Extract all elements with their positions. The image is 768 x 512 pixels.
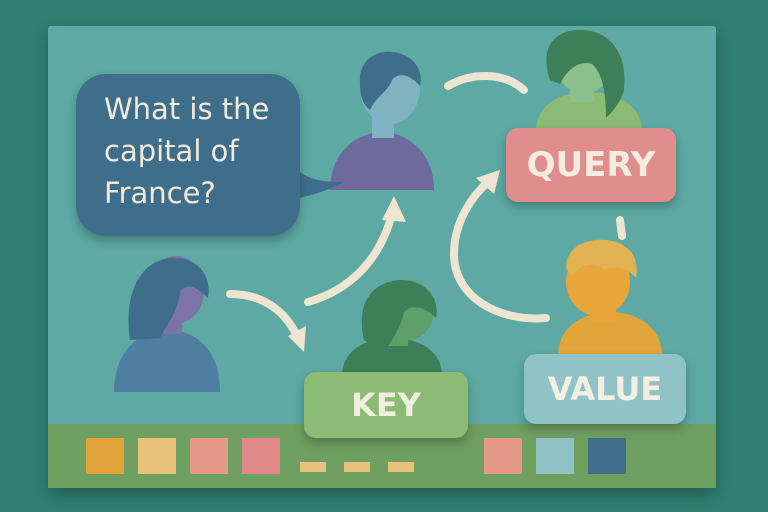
person-left-icon bbox=[114, 256, 220, 392]
token-square bbox=[138, 438, 176, 474]
arrowhead-asker bbox=[382, 196, 406, 222]
arrow-left-to-key bbox=[226, 290, 300, 338]
token-square bbox=[190, 438, 228, 474]
person-query-icon bbox=[536, 30, 642, 132]
person-asker-icon bbox=[330, 51, 434, 190]
query-label: QUERY bbox=[506, 128, 676, 202]
arrowhead-query bbox=[476, 170, 500, 194]
arrowheads bbox=[288, 170, 500, 352]
token-square bbox=[484, 438, 522, 474]
token-square bbox=[86, 438, 124, 474]
token-squares bbox=[86, 438, 626, 474]
speech-bubble bbox=[76, 74, 300, 236]
token-square bbox=[588, 438, 626, 474]
person-value-icon bbox=[558, 239, 662, 356]
key-label: KEY bbox=[304, 372, 468, 438]
arrow-asker-to-query bbox=[444, 72, 528, 94]
token-dash bbox=[344, 462, 370, 472]
connector-query-value bbox=[616, 216, 626, 240]
token-square bbox=[536, 438, 574, 474]
person-key-icon bbox=[342, 280, 442, 376]
arrows bbox=[226, 72, 626, 338]
arrow-left-to-asker bbox=[304, 210, 396, 306]
value-label: VALUE bbox=[524, 354, 686, 424]
token-dash bbox=[388, 462, 414, 472]
arrowhead-key bbox=[288, 326, 306, 352]
token-square bbox=[242, 438, 280, 474]
speech-bubble-text: What is the capital of France? bbox=[104, 92, 270, 210]
arrow-cycle-to-query bbox=[449, 178, 550, 323]
token-dash bbox=[300, 462, 326, 472]
